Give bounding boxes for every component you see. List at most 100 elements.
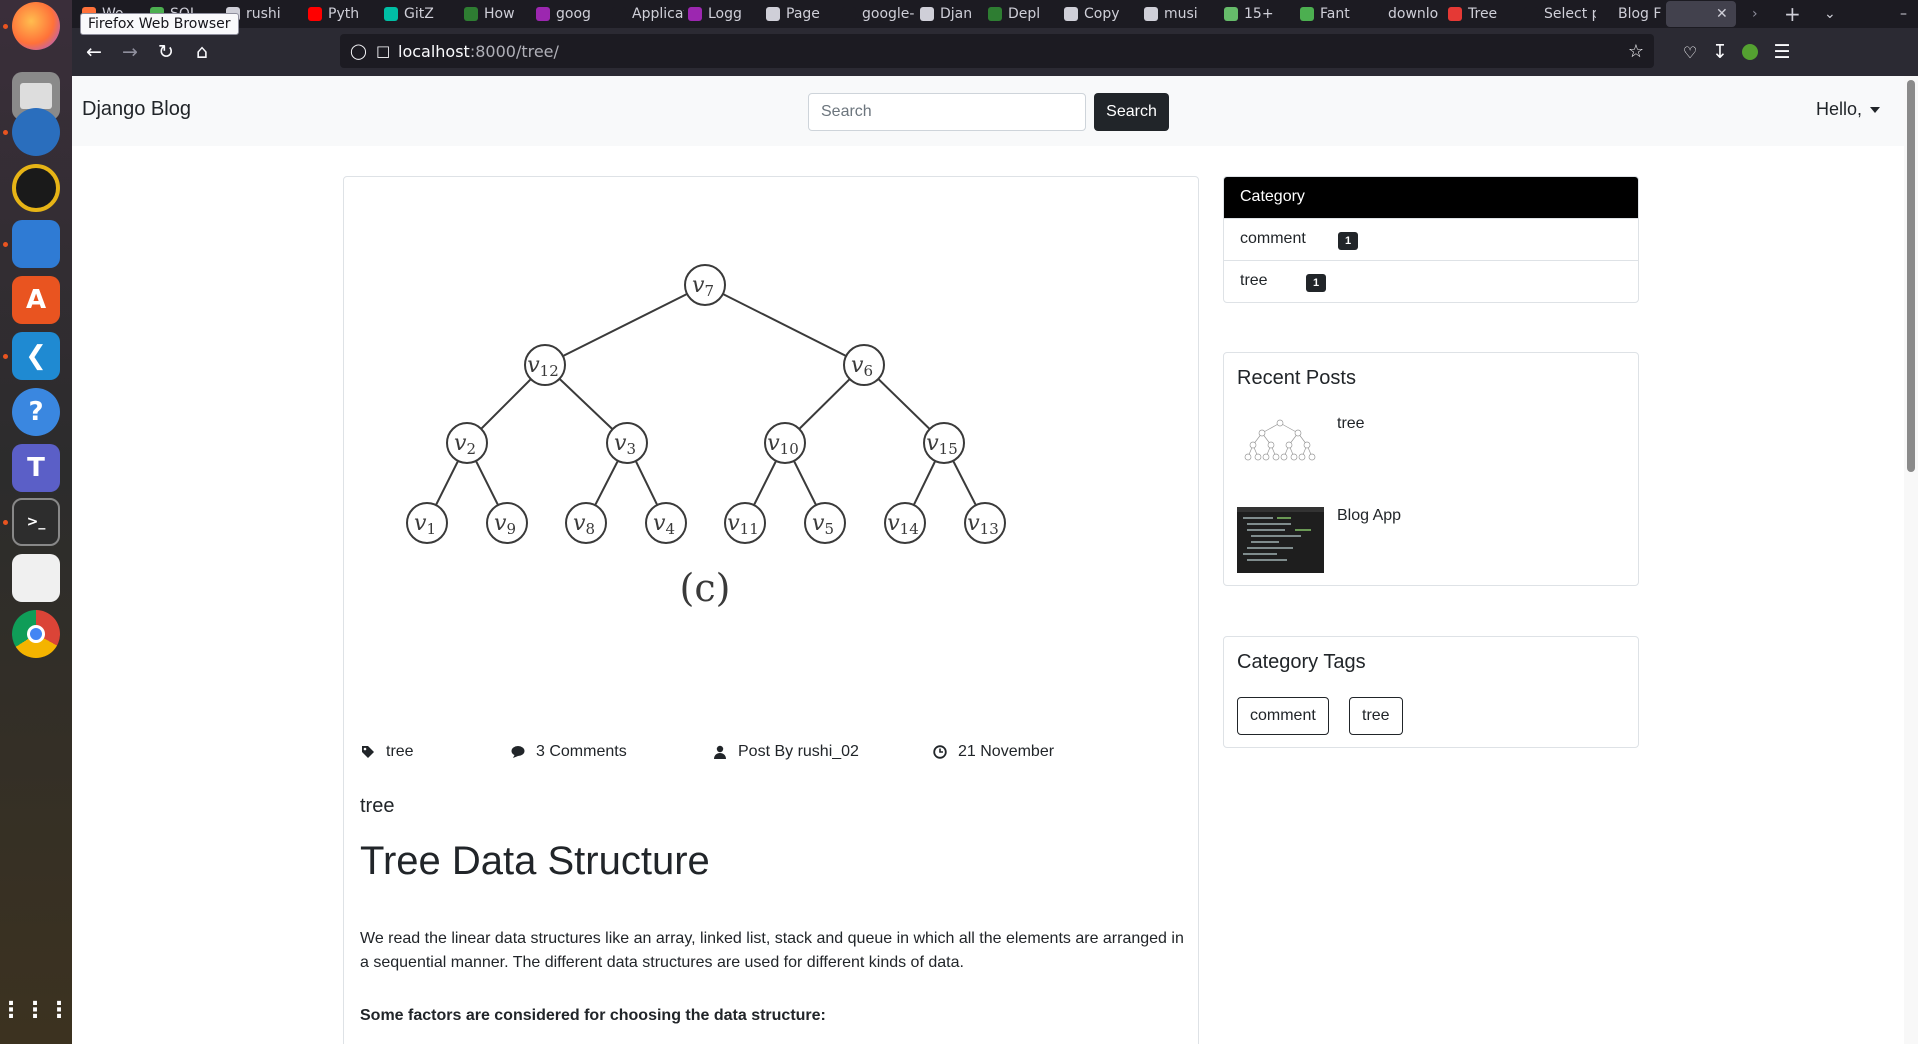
- tree-node: [565, 502, 607, 544]
- bookmark-star-icon[interactable]: ☆: [1627, 40, 1644, 62]
- tab-favicon-icon: [308, 7, 322, 21]
- teams-icon[interactable]: T: [12, 444, 60, 492]
- url-host: localhost: [398, 41, 470, 61]
- tab-favicon-icon: [688, 7, 702, 21]
- browser-tab[interactable]: Tree: [1448, 0, 1520, 28]
- browser-tab[interactable]: GitZ: [384, 0, 456, 28]
- meta-author: Post By rushi_02: [712, 743, 859, 761]
- url-bar[interactable]: ◯ □ localhost:8000/tree/ ☆: [340, 34, 1654, 68]
- tree-node: [645, 502, 687, 544]
- active-tab-close[interactable]: ✕: [1716, 6, 1728, 22]
- browser-tab[interactable]: Fant: [1300, 0, 1372, 28]
- tab-favicon-icon: [766, 7, 780, 21]
- help-icon[interactable]: ?: [12, 388, 60, 436]
- home-icon[interactable]: ⌂: [195, 41, 209, 63]
- rhythmbox-icon[interactable]: [12, 164, 60, 212]
- category-count-badge: 1: [1338, 232, 1358, 250]
- downloads-icon[interactable]: ↧: [1712, 41, 1728, 63]
- tab-favicon-icon: [1524, 7, 1538, 21]
- reload-icon[interactable]: ↻: [158, 41, 174, 63]
- search-input[interactable]: [808, 93, 1086, 131]
- page-scrollbar[interactable]: [1904, 76, 1918, 1044]
- recent-post-link[interactable]: Blog App: [1337, 507, 1402, 524]
- pocket-icon[interactable]: ♡: [1682, 42, 1698, 62]
- browser-tab[interactable]: Select p: [1524, 0, 1596, 28]
- running-indicator: [3, 130, 8, 135]
- browser-tab[interactable]: 15+: [1224, 0, 1296, 28]
- tag-button-comment[interactable]: comment: [1237, 697, 1329, 735]
- tree-node: [724, 502, 766, 544]
- browser-tab[interactable]: Depl: [988, 0, 1060, 28]
- browser-tab[interactable]: goog: [536, 0, 608, 28]
- tab-scroll-right-icon[interactable]: ›: [1752, 6, 1758, 22]
- category-header: Category: [1224, 177, 1638, 218]
- list-all-tabs-icon[interactable]: ⌄: [1824, 6, 1836, 22]
- tab-favicon-icon: [1144, 7, 1158, 21]
- ubuntu-dock: A ❮ ? T >_ ⋮⋮⋮: [0, 0, 72, 1044]
- forward-icon[interactable]: →: [122, 41, 138, 63]
- browser-tab[interactable]: Blog F: [1598, 0, 1664, 28]
- site-brand[interactable]: Django Blog: [82, 98, 191, 120]
- site-navbar: Django Blog Search Hello,: [72, 76, 1918, 146]
- chrome-icon[interactable]: [12, 610, 60, 658]
- meta-comments[interactable]: 3 Comments: [510, 743, 627, 761]
- tree-node: [606, 422, 648, 464]
- browser-tab[interactable]: Pyth: [308, 0, 380, 28]
- thunderbird-icon[interactable]: [12, 108, 60, 156]
- browser-tab[interactable]: Djan: [920, 0, 992, 28]
- user-menu-label: Hello,: [1816, 99, 1863, 119]
- browser-tab[interactable]: Page: [766, 0, 838, 28]
- minimize-icon[interactable]: –: [1900, 6, 1907, 22]
- software-center-icon[interactable]: A: [12, 276, 60, 324]
- tab-favicon-icon: [1448, 7, 1462, 21]
- meta-date: 21 November: [932, 743, 1054, 761]
- tree-node: [486, 502, 528, 544]
- search-button[interactable]: Search: [1094, 93, 1169, 131]
- extension-icon[interactable]: [1736, 38, 1764, 66]
- post-factors-heading: Some factors are considered for choosing…: [360, 1007, 826, 1024]
- tree-node: [764, 422, 806, 464]
- caret-down-icon: [1870, 106, 1881, 113]
- browser-tab[interactable]: musi: [1144, 0, 1216, 28]
- browser-tab[interactable]: Applicat: [612, 0, 684, 28]
- browser-tab[interactable]: google-: [842, 0, 914, 28]
- tag-button-tree[interactable]: tree: [1349, 697, 1403, 735]
- browser-tab[interactable]: downlo: [1368, 0, 1440, 28]
- vscode-icon[interactable]: ❮: [12, 332, 60, 380]
- app-grid-icon[interactable]: ⋮⋮⋮: [0, 997, 72, 1023]
- tree-edge: [544, 284, 706, 366]
- tree-node: [684, 264, 726, 306]
- menu-icon[interactable]: ☰: [1773, 41, 1791, 63]
- post-body: We read the linear data structures like …: [360, 930, 1184, 971]
- tab-label: Applicat: [632, 6, 684, 22]
- tree-node: [804, 502, 846, 544]
- recent-post-link[interactable]: tree: [1337, 415, 1365, 432]
- browser-tab[interactable]: Logg: [688, 0, 760, 28]
- scrollbar-thumb[interactable]: [1907, 80, 1915, 472]
- browser-tab[interactable]: Copy: [1064, 0, 1136, 28]
- recent-post-thumbnail-blog-app[interactable]: [1237, 507, 1324, 573]
- category-card: Category comment 1 tree 1: [1223, 176, 1639, 303]
- category-item-tree[interactable]: tree 1: [1224, 260, 1638, 302]
- browser-tab[interactable]: How: [464, 0, 536, 28]
- user-menu[interactable]: Hello,: [1816, 99, 1881, 120]
- running-indicator: [3, 242, 8, 247]
- terminal-icon[interactable]: >_: [12, 498, 60, 546]
- document-viewer-icon[interactable]: [12, 554, 60, 602]
- recent-post-thumbnail-tree[interactable]: [1237, 415, 1324, 481]
- category-item-comment[interactable]: comment 1: [1224, 218, 1638, 260]
- firefox-icon[interactable]: [12, 2, 60, 50]
- tab-label: downlo: [1388, 6, 1439, 22]
- writer-icon[interactable]: [12, 220, 60, 268]
- back-icon[interactable]: ←: [86, 41, 102, 63]
- tab-favicon-icon: [464, 7, 478, 21]
- tab-label: Select p: [1544, 6, 1596, 22]
- shield-icon[interactable]: ◯: [350, 42, 367, 60]
- tab-label: Logg: [708, 6, 742, 22]
- new-tab-icon[interactable]: +: [1784, 2, 1801, 26]
- tab-label: rushi: [246, 6, 281, 22]
- meta-tag[interactable]: tree: [360, 743, 414, 761]
